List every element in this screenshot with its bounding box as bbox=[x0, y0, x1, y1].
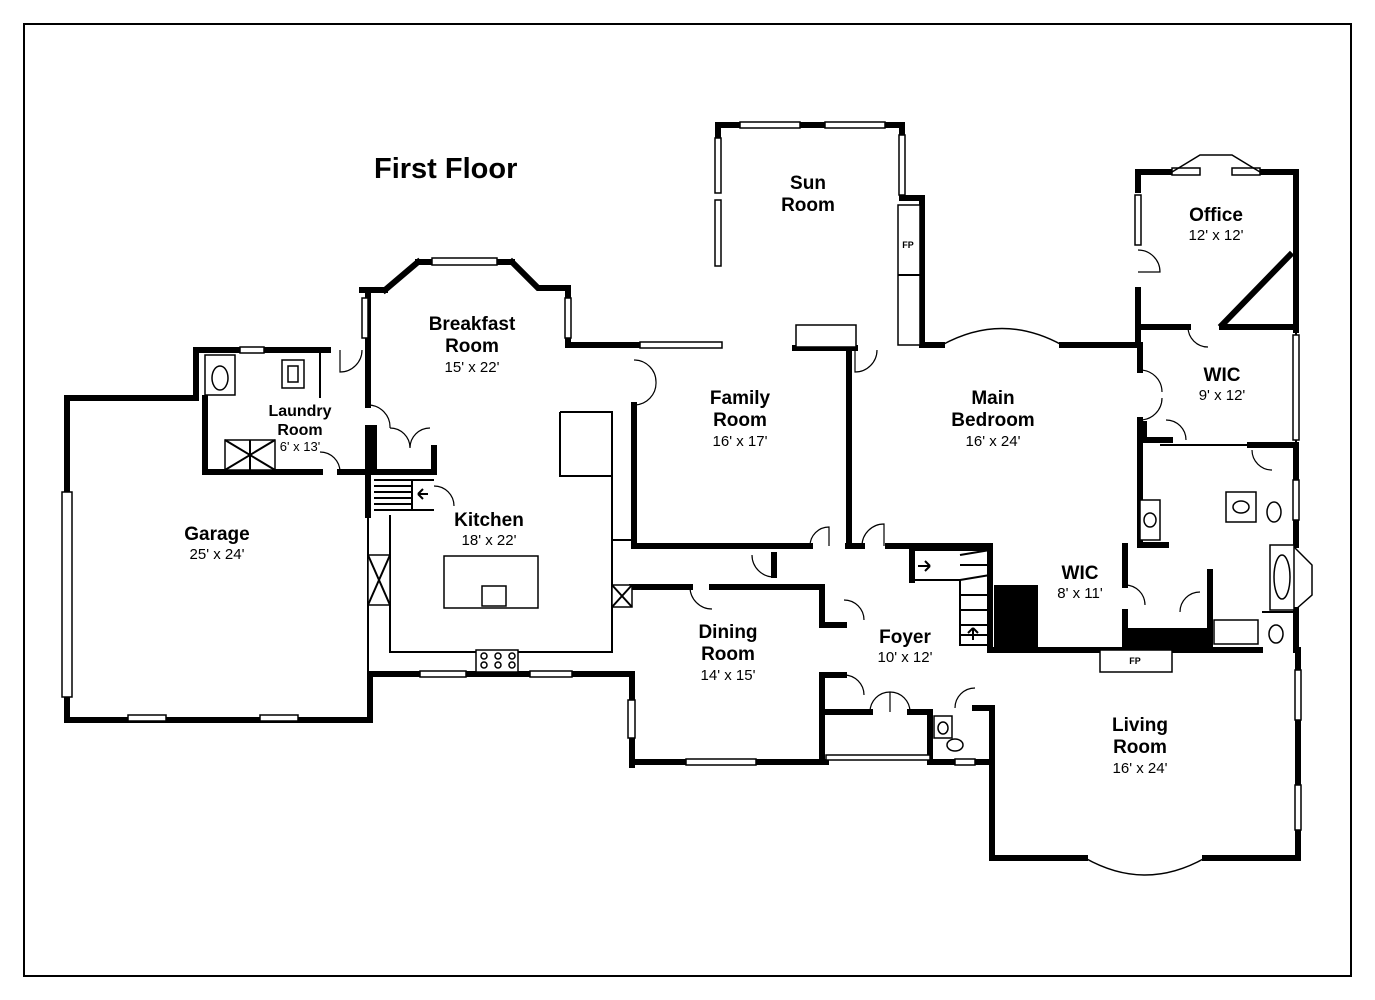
wic-upper-name: WIC bbox=[1204, 365, 1241, 386]
kitchen-name: Kitchen bbox=[454, 510, 524, 531]
doors bbox=[319, 249, 1273, 713]
laundry-room-name-1: Laundry bbox=[268, 403, 331, 420]
living-room-name-1: Living bbox=[1112, 715, 1168, 736]
family-room-name-1: Family bbox=[710, 388, 771, 409]
garage-name: Garage bbox=[184, 524, 249, 545]
sun-room-name-1: Sun bbox=[790, 173, 826, 194]
main-bedroom-name-1: Main bbox=[971, 388, 1014, 409]
wic-lower-dims: 8' x 11' bbox=[1057, 585, 1103, 602]
dining-room-dims: 14' x 15' bbox=[701, 667, 756, 684]
family-room-dims: 16' x 17' bbox=[713, 433, 768, 450]
dining-room-name-2: Room bbox=[701, 644, 755, 665]
wic-lower-name: WIC bbox=[1062, 563, 1099, 584]
breakfast-room-name-2: Room bbox=[445, 336, 499, 357]
garage-dims: 25' x 24' bbox=[190, 546, 245, 563]
living-room-name-2: Room bbox=[1113, 737, 1167, 758]
room-labels: Sun Room Office 12' x 12' Breakfast Room… bbox=[184, 173, 1245, 777]
windows bbox=[61, 121, 1313, 876]
floor-title: First Floor bbox=[374, 153, 517, 185]
breakfast-room-name-1: Breakfast bbox=[429, 314, 516, 335]
living-room-dims: 16' x 24' bbox=[1113, 760, 1168, 777]
living-room-fireplace-label: FP bbox=[1129, 656, 1141, 666]
dining-room-name-1: Dining bbox=[698, 622, 757, 643]
laundry-room-name-2: Room bbox=[277, 422, 322, 439]
sun-room-fireplace-label: FP bbox=[902, 240, 914, 250]
family-room-name-2: Room bbox=[713, 410, 767, 431]
main-bedroom-name-2: Bedroom bbox=[951, 410, 1034, 431]
page-border bbox=[23, 23, 1352, 977]
breakfast-room-dims: 15' x 22' bbox=[445, 359, 500, 376]
fixtures bbox=[204, 204, 1296, 752]
sun-room-name-2: Room bbox=[781, 195, 835, 216]
office-dims: 12' x 12' bbox=[1189, 227, 1244, 244]
kitchen-dims: 18' x 22' bbox=[462, 532, 517, 549]
laundry-room-dims: 6' x 13' bbox=[280, 439, 320, 454]
foyer-dims: 10' x 12' bbox=[878, 649, 933, 666]
office-name: Office bbox=[1189, 205, 1243, 226]
foyer-name: Foyer bbox=[879, 627, 931, 648]
wic-upper-dims: 9' x 12' bbox=[1199, 387, 1246, 404]
walls bbox=[64, 122, 1301, 861]
main-bedroom-dims: 16' x 24' bbox=[966, 433, 1021, 450]
